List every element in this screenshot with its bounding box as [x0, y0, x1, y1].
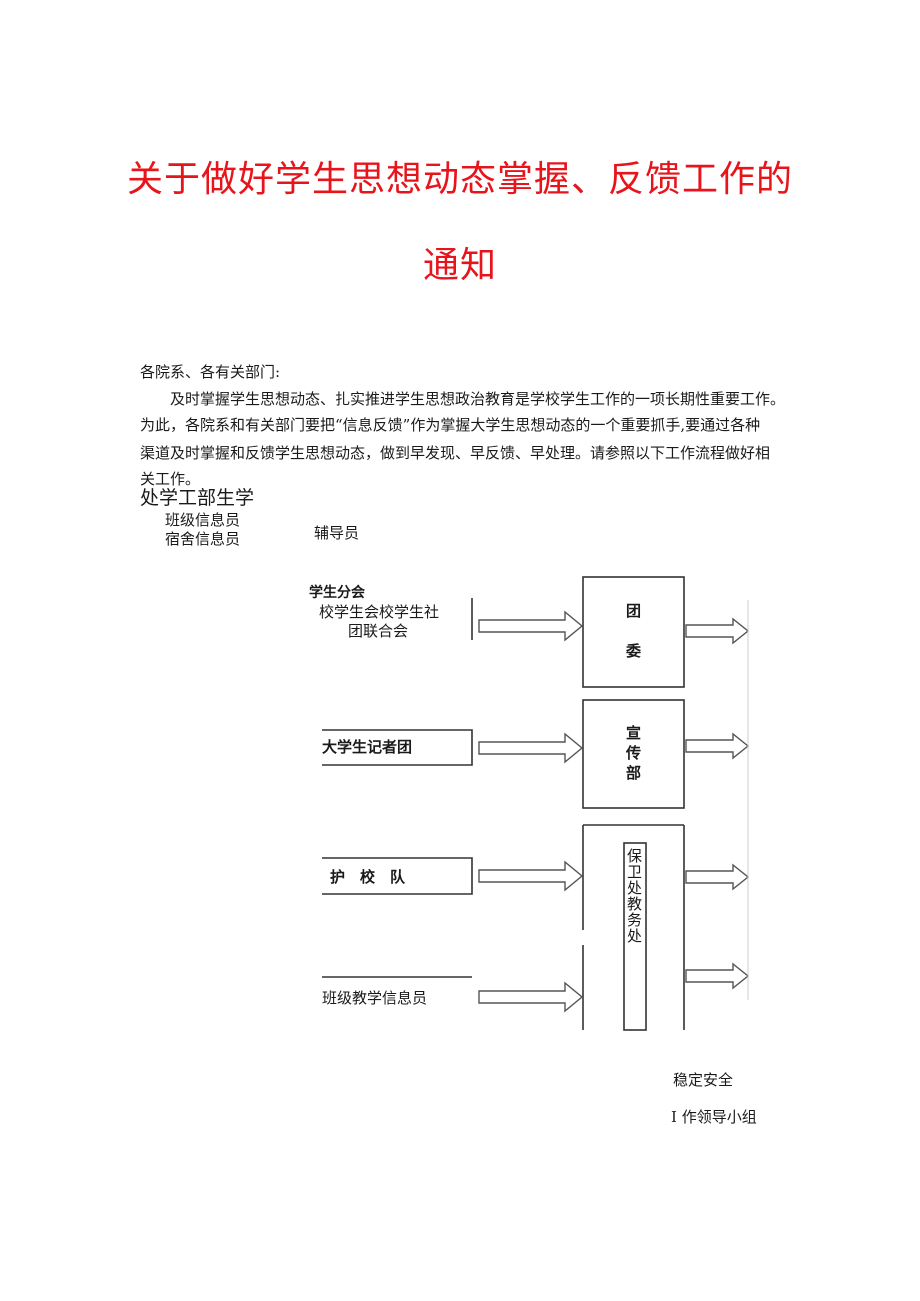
arrow-out-1: [685, 617, 750, 645]
arrow-out-4: [685, 962, 750, 990]
security-academic-vertical-label: 保卫处教务处: [627, 847, 643, 945]
teaching-informant-label: 班级教学信息员: [322, 989, 428, 1007]
document-title-line2: 通知: [422, 245, 497, 286]
publicity-char-3: 部: [626, 764, 642, 782]
class-informant-label: 班级信息员: [165, 511, 241, 529]
paragraph-line-3: 渠道及时掌握和反馈学生思想动态，做到早发现、早反馈、早处理。请参照以下工作流程做…: [140, 444, 771, 462]
document-title-line1: 关于做好学生思想动态掌握、反馈工作的: [126, 159, 793, 200]
counselor-label: 辅导员: [314, 524, 360, 542]
youth-league-box: [582, 576, 685, 688]
dorm-informant-label: 宿舍信息员: [165, 530, 241, 548]
paragraph-line-4: 关工作。: [140, 470, 201, 488]
guard-source-box: [322, 857, 473, 895]
paragraph-line-2: 为此，各院系和有关部门要把“信息反馈”作为掌握大学生思想动态的一个重要抓手,要通…: [140, 416, 761, 434]
reporters-source-box: [322, 729, 473, 766]
arrow-guard-to-security: [478, 860, 584, 892]
student-branch-label: 学生分会: [309, 585, 365, 601]
stability-label-line1: 稳定安全: [673, 1071, 734, 1089]
arrow-teaching-to-academic: [478, 981, 584, 1013]
arrow-out-2: [685, 732, 750, 760]
arrow-union-to-league: [478, 610, 584, 642]
arrow-reporters-to-publicity: [478, 732, 584, 764]
outgoing-arrows: [685, 617, 750, 990]
salutation: 各院系、各有关部门:: [140, 363, 281, 381]
union-label-line2: 团联合会: [348, 622, 409, 640]
publicity-char-2: 传: [626, 744, 642, 762]
security-outer-box: [582, 824, 685, 1030]
union-label-line1: 校学生会校学生社: [319, 603, 440, 621]
overlay-heading: 处学工部生学: [140, 487, 255, 509]
arrow-out-3: [685, 863, 750, 891]
paragraph-line-1: 及时掌握学生思想动态、扎实推进学生思想政治教育是学校学生工作的一项长期性重要工作…: [170, 390, 786, 408]
guard-team-label: 护 校 队: [330, 868, 406, 886]
youth-league-char-2: 委: [626, 642, 642, 660]
reporters-label: 大学生记者团: [322, 738, 413, 756]
publicity-box: [582, 699, 685, 809]
stability-label-line2: I 作领导小组: [671, 1108, 757, 1126]
youth-league-char-1: 团: [626, 602, 642, 620]
publicity-char-1: 宣: [626, 724, 642, 742]
flow-arrows: [478, 610, 584, 1013]
security-inner-box: [623, 842, 647, 1031]
